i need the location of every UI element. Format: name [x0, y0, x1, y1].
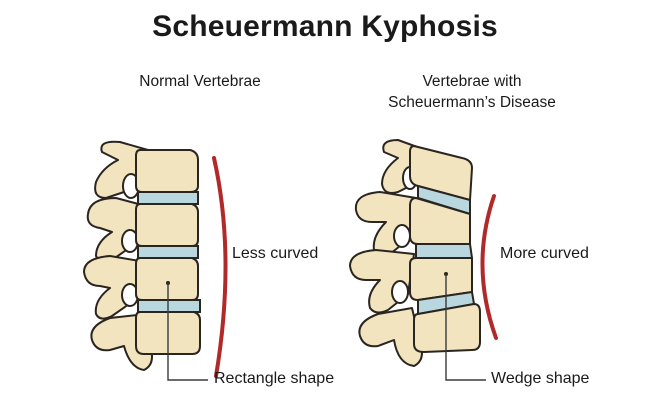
disease-panel-heading: Vertebrae with Scheuermann’s Disease — [352, 71, 592, 113]
normal-body-2 — [135, 203, 199, 247]
normal-disc-3 — [137, 299, 201, 313]
disease-vertebrae-group — [349, 139, 498, 381]
disease-process-3 — [349, 249, 415, 314]
disease-process-4 — [358, 307, 423, 367]
disease-body-1 — [409, 145, 473, 201]
disease-curve-label: More curved — [500, 245, 589, 262]
normal-disc-1 — [137, 191, 199, 205]
normal-leader-line — [167, 283, 208, 381]
normal-disc-2 — [137, 245, 199, 259]
disease-leader-line — [445, 274, 486, 381]
normal-curve-label: Less curved — [232, 245, 319, 262]
disease-heading-line1: Vertebrae with — [422, 73, 522, 90]
disease-curve-line — [480, 194, 498, 340]
normal-curve-line — [212, 156, 228, 378]
disease-shape-label: Wedge shape — [491, 370, 590, 387]
diagram-title: Scheuermann Kyphosis — [152, 10, 498, 43]
normal-body-3 — [135, 257, 199, 301]
disease-body-4 — [413, 303, 481, 353]
normal-panel-heading: Normal Vertebrae — [100, 71, 300, 92]
disease-heading-line2: Scheuermann’s Disease — [388, 94, 556, 111]
normal-shape-label: Rectangle shape — [214, 370, 335, 387]
normal-vertebrae-group — [83, 140, 228, 381]
disease-foramen-3 — [391, 280, 409, 304]
disease-disc-2 — [415, 243, 474, 259]
normal-body-1 — [135, 149, 199, 193]
normal-heading-text: Normal Vertebrae — [139, 73, 261, 90]
disease-foramen-2 — [393, 224, 411, 248]
